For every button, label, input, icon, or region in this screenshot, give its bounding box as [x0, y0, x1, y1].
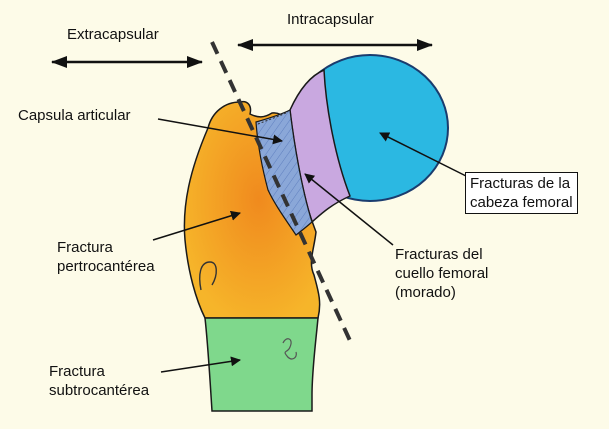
femur-shaft-green [205, 318, 318, 411]
cabeza-femoral-label: Fracturas de la cabeza femoral [465, 172, 578, 214]
subtrocanterea-line-2: subtrocantérea [49, 381, 149, 400]
subtrocanterea-label: Fractura subtrocantérea [49, 362, 149, 400]
subtrocanterea-line-1: Fractura [49, 362, 149, 381]
cabeza-line-1: Fracturas de la [470, 174, 573, 193]
extracapsular-label: Extracapsular [67, 25, 159, 44]
pertrocanterea-line-2: pertrocantérea [57, 257, 155, 276]
pertrocanterea-label: Fractura pertrocantérea [57, 238, 155, 276]
cuello-line-3: (morado) [395, 283, 488, 302]
cabeza-line-2: cabeza femoral [470, 193, 573, 212]
intracapsular-label: Intracapsular [287, 10, 374, 29]
cuello-femoral-label: Fracturas del cuello femoral (morado) [395, 245, 488, 302]
cuello-line-2: cuello femoral [395, 264, 488, 283]
cuello-line-1: Fracturas del [395, 245, 488, 264]
capsula-articular-label: Capsula articular [18, 106, 131, 125]
pertrocanterea-line-1: Fractura [57, 238, 155, 257]
